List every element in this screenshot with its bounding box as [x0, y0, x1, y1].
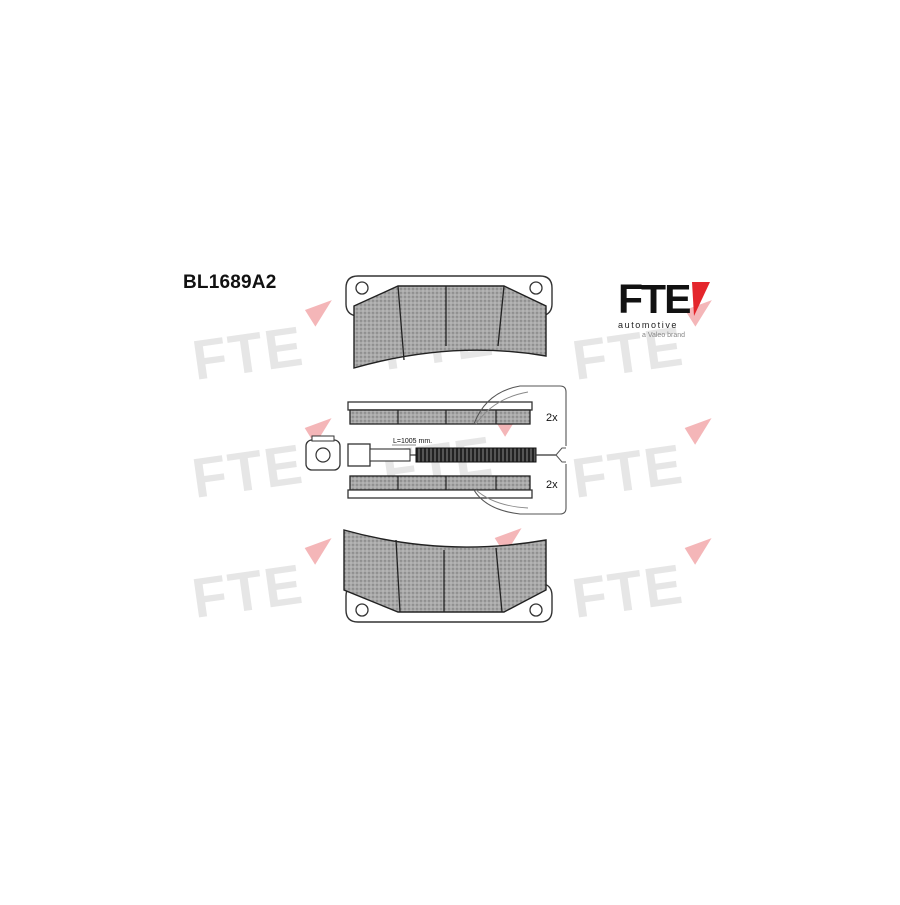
- fte-logo: FTE automotive a Valeo brand: [618, 276, 718, 339]
- logo-wordmark: FTE: [618, 276, 691, 322]
- friction-material: [343, 529, 547, 613]
- logo-accent-icon: [692, 282, 710, 316]
- mounting-hole: [355, 281, 369, 295]
- svg-text:FTE: FTE: [189, 314, 308, 392]
- sensor-cable-sleeve: [415, 447, 537, 463]
- quantity-label-bottom: 2x: [546, 479, 558, 491]
- watermark-bottom-right: FTE: [568, 538, 712, 630]
- logo-tagline: automotive: [618, 320, 679, 330]
- watermark-top-right: FTE: [569, 300, 712, 392]
- brake-pad-bottom-view: [343, 529, 553, 623]
- svg-text:FTE: FTE: [188, 552, 307, 630]
- watermark-top-left: FTE: [189, 300, 332, 392]
- mounting-hole: [529, 603, 543, 617]
- watermark-bottom-left: FTE: [188, 538, 332, 630]
- friction-material: [353, 285, 547, 369]
- quantity-label-top: 2x: [546, 412, 558, 424]
- part-number: BL1689A2: [183, 272, 277, 293]
- brake-pad-top-view: [345, 275, 553, 369]
- logo-brand-note: a Valeo brand: [642, 332, 686, 339]
- watermark-mid-left: FTE: [188, 418, 332, 510]
- svg-text:FTE: FTE: [569, 314, 688, 392]
- svg-text:FTE: FTE: [188, 432, 307, 510]
- watermark-mid-right: FTE: [568, 418, 712, 510]
- brake-pad-bottom-side-profile: 2x: [347, 464, 567, 515]
- svg-text:FTE: FTE: [568, 552, 687, 630]
- brake-pad-top-side-profile: 2x: [347, 385, 567, 446]
- sensor-wire: [473, 464, 567, 515]
- mounting-hole: [355, 603, 369, 617]
- svg-text:FTE: FTE: [568, 432, 687, 510]
- sensor-wire: [473, 385, 567, 446]
- sensor-length-label: L=1005 mm.: [393, 438, 432, 445]
- wear-sensor: L=1005 mm.: [305, 435, 566, 471]
- logo-mark: FTE: [618, 276, 718, 322]
- mounting-hole: [529, 281, 543, 295]
